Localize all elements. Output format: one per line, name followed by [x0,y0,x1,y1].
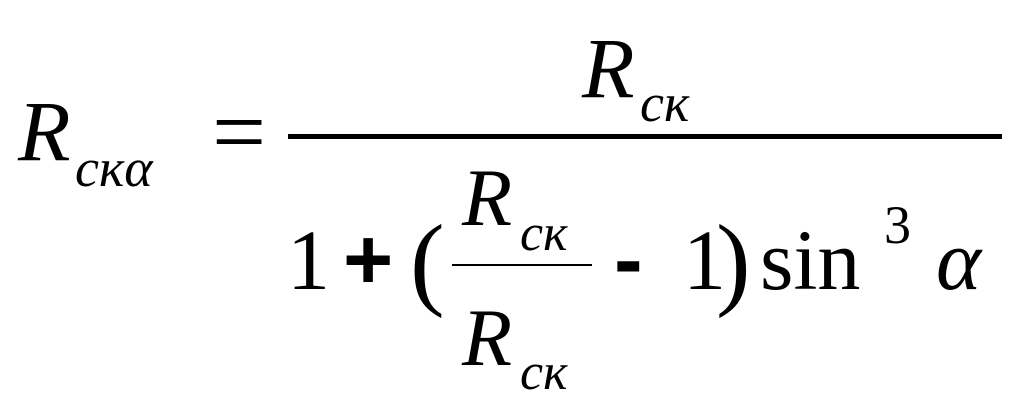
open-paren: ( [410,204,445,319]
minus-sign: - [614,212,643,308]
inner-fraction: R ск R ск [452,152,592,401]
main-fraction-bar [288,134,1002,139]
inner-numerator-subscript: ск [520,205,568,262]
close-paren: ) [716,204,751,319]
lhs: R скα [17,83,154,198]
plus-sign: + [343,212,393,308]
sin-function: sin [760,212,860,308]
lhs-subscript: скα [75,138,154,198]
inner-one: 1 [683,212,726,308]
main-numerator: R ск [581,20,690,133]
inner-denominator-symbol: R [461,292,512,383]
numerator-symbol: R [581,20,635,116]
power-exponent: 3 [884,195,911,255]
alpha-symbol: α [936,212,983,308]
lhs-symbol: R [17,83,71,179]
equals-sign: = [212,78,266,185]
inner-numerator-symbol: R [461,152,512,243]
denominator-one: 1 [287,212,330,308]
numerator-subscript: ск [640,73,690,133]
inner-fraction-bar [452,264,592,266]
main-denominator: 1 + ( R ск R ск - 1 ) sin 3 α [287,152,983,401]
inner-denominator-subscript: ск [520,344,568,401]
